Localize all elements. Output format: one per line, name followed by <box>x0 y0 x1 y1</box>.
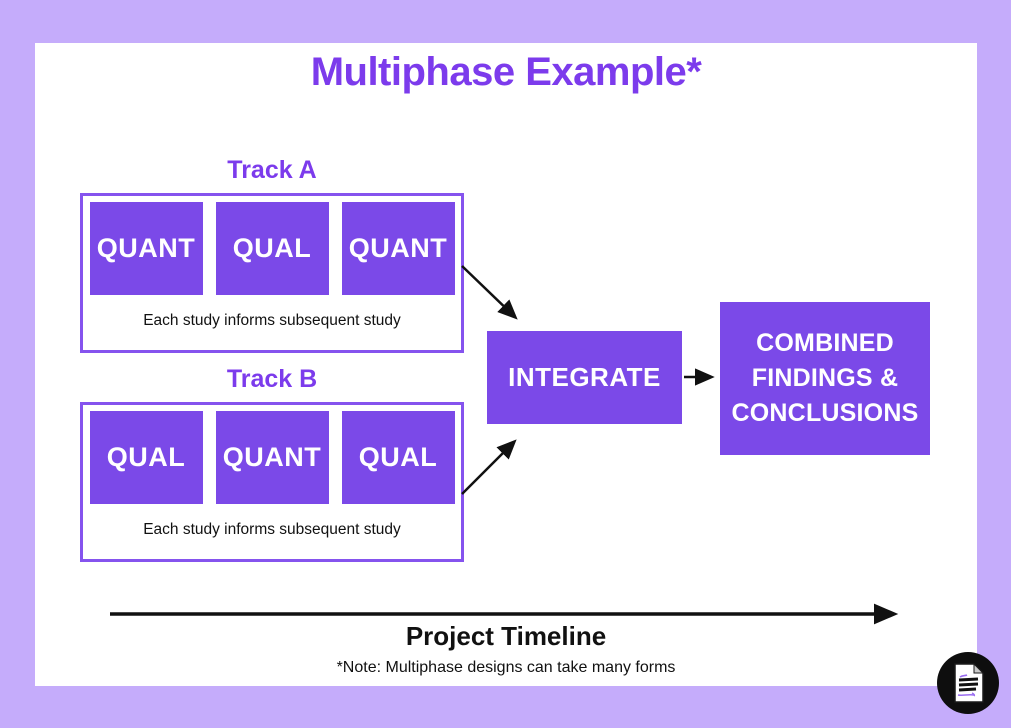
document-icon <box>937 652 999 714</box>
logo-badge <box>936 651 1000 715</box>
outcome-box: COMBINED FINDINGS & CONCLUSIONS <box>720 302 930 455</box>
track-b-label: Track B <box>226 365 318 393</box>
track-a-phase-3: QUANT <box>341 202 455 295</box>
integrate-box: INTEGRATE <box>487 331 682 424</box>
track-b-phase-1: QUAL <box>89 411 203 504</box>
outcome-line-2: FINDINGS & <box>751 364 899 392</box>
track-a-caption: Each study informs subsequent study <box>143 312 401 329</box>
timeline-label: Project Timeline <box>405 621 607 651</box>
track-a-label: Track A <box>227 156 317 184</box>
outcome-line-1: COMBINED <box>756 329 894 357</box>
track-b-phase-2: QUANT <box>215 411 329 504</box>
track-b-caption: Each study informs subsequent study <box>143 521 401 538</box>
track-a-container: QUANT QUAL QUANT Each study informs subs… <box>80 193 464 353</box>
timeline-note: *Note: Multiphase designs can take many … <box>336 659 676 676</box>
track-a-phase-2: QUAL <box>215 202 329 295</box>
outcome-line-3: CONCLUSIONS <box>731 399 919 427</box>
track-a-phase-row: QUANT QUAL QUANT <box>89 202 455 295</box>
track-b-container: QUAL QUANT QUAL Each study informs subse… <box>80 402 464 562</box>
track-a-phase-1: QUANT <box>89 202 203 295</box>
page-title: Multiphase Example* <box>310 50 702 94</box>
track-b-phase-row: QUAL QUANT QUAL <box>89 411 455 504</box>
track-b-phase-3: QUAL <box>341 411 455 504</box>
